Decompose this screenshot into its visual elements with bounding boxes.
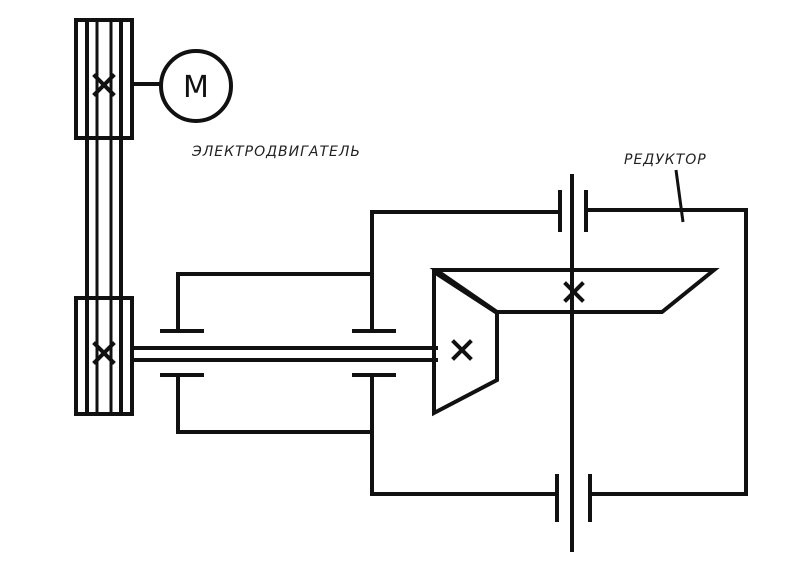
output-shaft-assembly <box>555 174 592 552</box>
motor-caption: ЭЛЕКТРОДВИГАТЕЛЬ <box>191 144 361 160</box>
upper-pulley <box>74 18 134 140</box>
lower-pulley <box>74 296 134 416</box>
motor: M <box>130 49 233 123</box>
motor-circle <box>159 49 233 123</box>
bottom-bearing <box>555 474 592 522</box>
wheel-outline <box>429 268 720 314</box>
bevel-pinion <box>432 268 499 417</box>
right-bearing <box>352 210 396 496</box>
left-bearing <box>160 272 374 434</box>
reducer-housing <box>370 208 748 496</box>
reducer-caption: РЕДУКТОР <box>624 152 707 168</box>
input-shaft-assembly <box>130 210 438 496</box>
housing-right-side <box>586 208 748 496</box>
bevel-wheel <box>429 268 720 314</box>
motor-symbol: M <box>183 70 209 105</box>
belt-drive <box>74 18 134 416</box>
upper-pulley-bearing-mark <box>92 73 116 97</box>
pinion-axis-mark <box>451 339 473 361</box>
lower-pulley-bearing-mark <box>92 341 116 365</box>
pinion-outline <box>432 268 499 417</box>
reducer-leader-line <box>674 169 685 223</box>
